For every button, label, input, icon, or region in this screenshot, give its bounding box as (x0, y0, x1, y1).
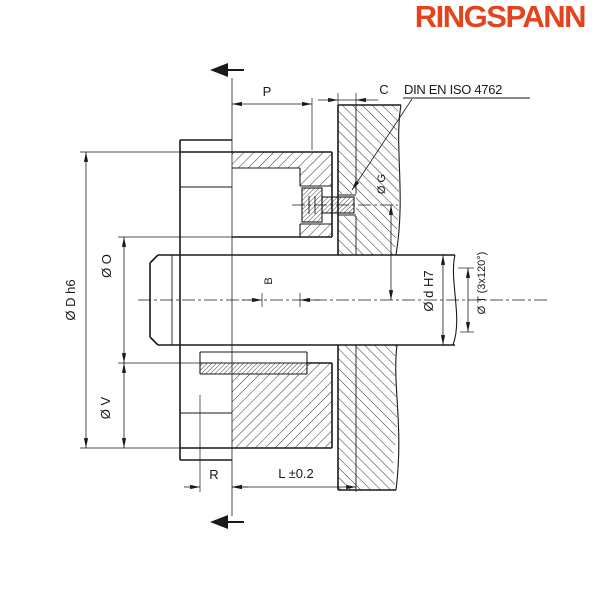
dimension-p: P (232, 84, 313, 150)
dimension-L: L ±0.2 (232, 466, 357, 492)
dim-label-p: P (263, 84, 272, 99)
dim-label-B: B (263, 277, 275, 284)
dim-label-T: Ø T (3x120°) (476, 252, 488, 315)
dim-label-d: Ø d H7 (421, 270, 436, 311)
dimension-c: C (318, 82, 389, 105)
dim-label-D: Ø D h6 (63, 279, 78, 320)
dim-label-c: C (379, 82, 388, 97)
dim-label-V: Ø V (98, 396, 113, 419)
dimension-d: Ø d H7 (421, 255, 446, 345)
shaft-break-line (452, 254, 458, 346)
cap-screw (301, 187, 355, 223)
dim-label-O: Ø O (99, 254, 114, 278)
key-detail (199, 351, 308, 375)
section-cut (210, 63, 244, 529)
break-line-lower (395, 344, 400, 491)
dimension-D: Ø D h6 (63, 151, 180, 449)
dim-label-L: L ±0.2 (278, 466, 314, 481)
dim-label-G: Ø G (376, 174, 388, 194)
din-note-label: DIN EN ISO 4762 (404, 82, 502, 97)
section-arrow-top-icon (210, 63, 244, 77)
ringspann-logo: RINGSPANN (414, 0, 587, 34)
dimension-V: Ø V (98, 363, 127, 448)
section-arrow-bottom-icon (210, 515, 244, 529)
dimension-T: Ø T (3x120°) (458, 252, 488, 333)
break-line-upper (395, 104, 402, 256)
left-flange-hub (179, 139, 333, 461)
shaft (149, 254, 458, 346)
dim-label-R: R (209, 467, 218, 482)
screw-standard-note: DIN EN ISO 4762 (351, 82, 530, 191)
dimension-O: Ø O (99, 236, 232, 364)
dimension-G: Ø G (376, 174, 394, 300)
dimension-B: B (242, 277, 320, 307)
